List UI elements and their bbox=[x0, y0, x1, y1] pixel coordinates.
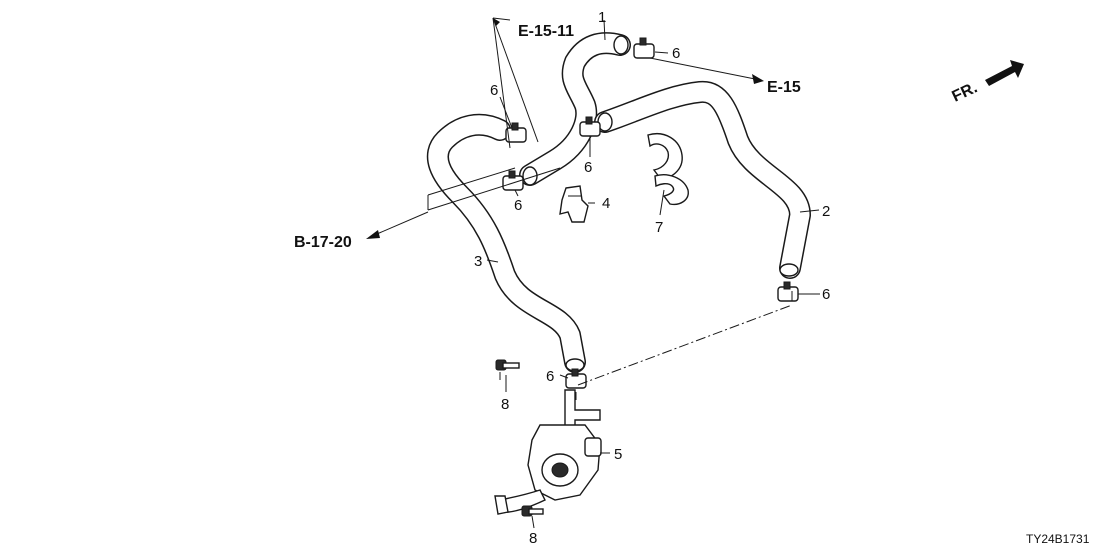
callout-4: 4 bbox=[602, 195, 610, 212]
front-arrow-icon bbox=[985, 60, 1024, 86]
hose-clamp-icon bbox=[505, 122, 527, 143]
hose-1-icon bbox=[519, 32, 631, 186]
drawing-code: TY24B1731 bbox=[1026, 532, 1090, 546]
reference-arrows bbox=[366, 17, 764, 239]
callout-1: 1 bbox=[598, 9, 606, 26]
callout-8-a: 8 bbox=[501, 396, 509, 413]
leader-lines bbox=[486, 19, 820, 529]
hose-2-icon bbox=[594, 80, 811, 279]
callout-6-a: 6 bbox=[672, 45, 680, 62]
hose-clamp-icon bbox=[565, 368, 587, 389]
callout-6-d: 6 bbox=[514, 197, 522, 214]
callout-6-b: 6 bbox=[490, 82, 498, 99]
hose-clip-7-icon bbox=[647, 133, 689, 206]
callout-8-b: 8 bbox=[529, 530, 537, 547]
water-pump-5-icon bbox=[494, 389, 602, 515]
hose-clamp-icon bbox=[633, 37, 655, 59]
hose-clamp-icon bbox=[777, 281, 799, 302]
reference-b-17-20[interactable]: B-17-20 bbox=[294, 234, 352, 251]
callout-5: 5 bbox=[614, 446, 622, 463]
callout-6-c: 6 bbox=[584, 159, 592, 176]
bracket-4-icon bbox=[559, 185, 589, 223]
bolt-8-icon bbox=[521, 505, 544, 517]
bolt-8-icon bbox=[495, 359, 520, 371]
callout-6-e: 6 bbox=[822, 286, 830, 303]
callout-6-f: 6 bbox=[546, 368, 554, 385]
front-direction-label: FR. bbox=[950, 79, 981, 105]
callout-3: 3 bbox=[474, 253, 482, 270]
reference-e-15[interactable]: E-15 bbox=[767, 79, 801, 96]
reference-e-15-11[interactable]: E-15-11 bbox=[518, 23, 574, 40]
hose-3-icon bbox=[426, 113, 586, 373]
callout-7: 7 bbox=[655, 219, 663, 236]
callout-2: 2 bbox=[822, 203, 830, 220]
